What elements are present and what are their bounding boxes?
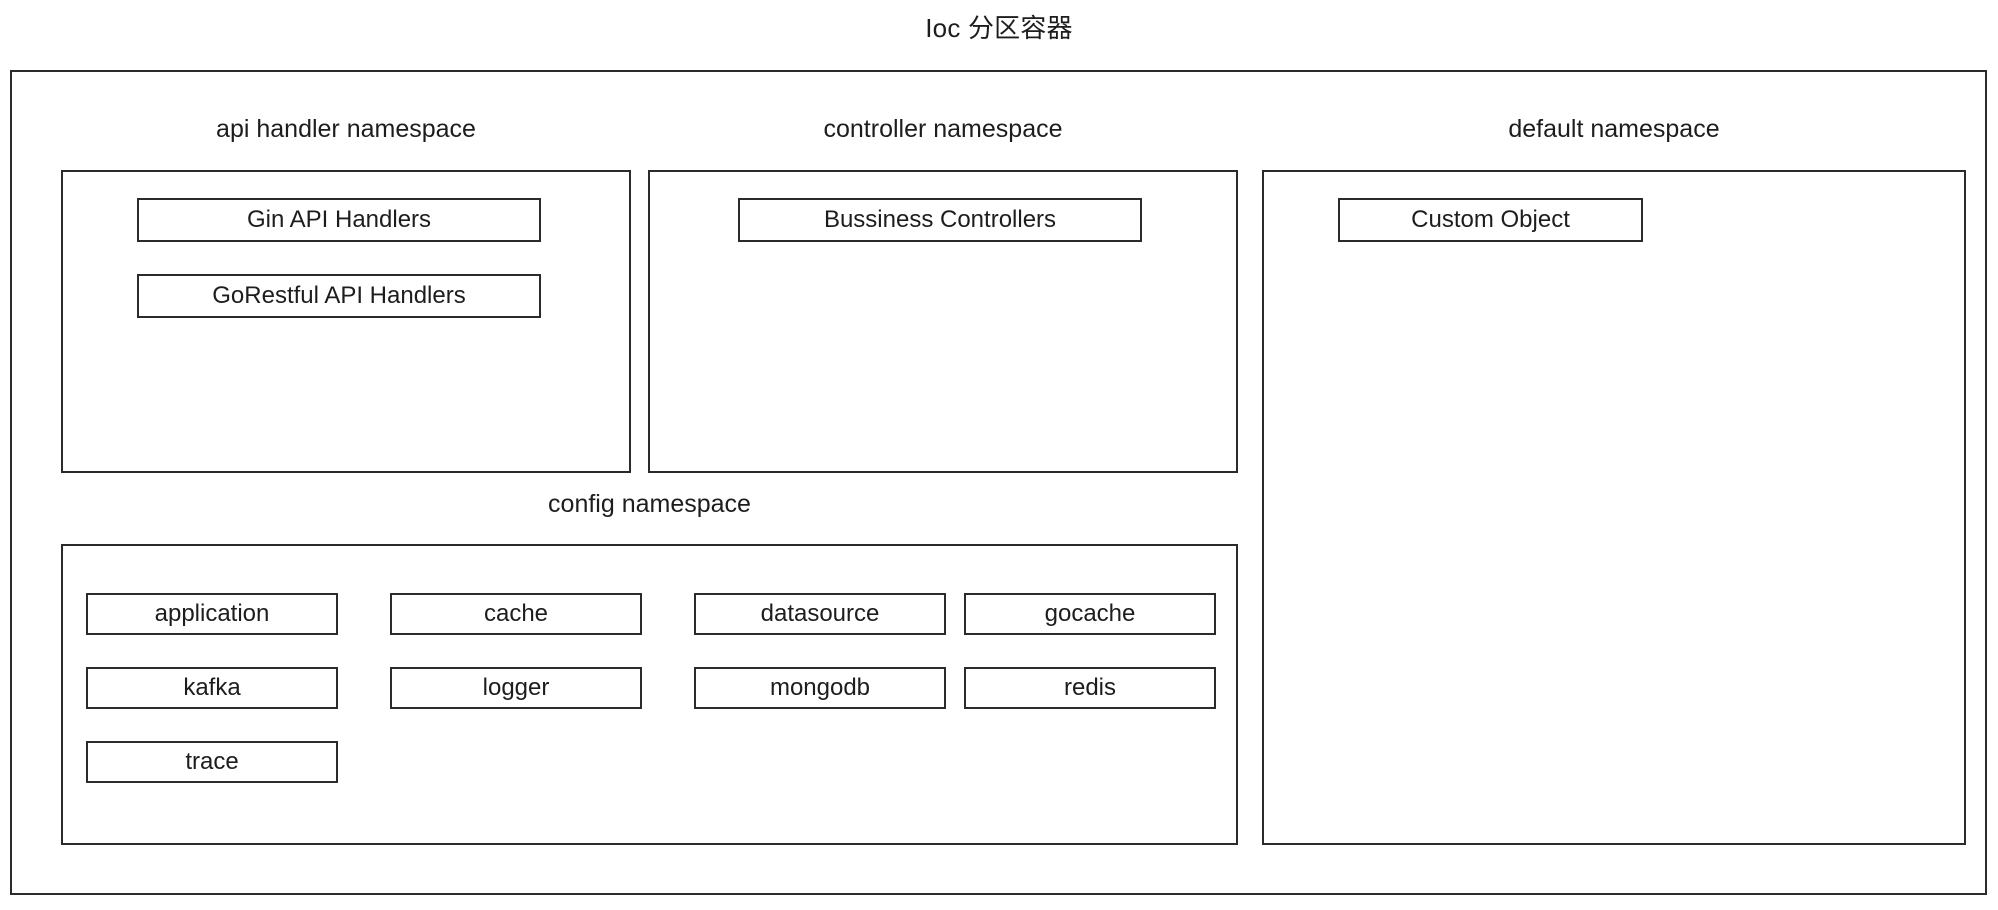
- config-item-trace[interactable]: trace: [86, 741, 338, 783]
- default-namespace-label: default namespace: [1508, 115, 1720, 143]
- diagram-title: Ioc 分区容器: [925, 13, 1073, 43]
- item-bussiness-controllers[interactable]: Bussiness Controllers: [738, 198, 1142, 242]
- config-item-gocache[interactable]: gocache: [964, 593, 1216, 635]
- item-gorestful-api-handlers[interactable]: GoRestful API Handlers: [137, 274, 541, 318]
- config-item-logger[interactable]: logger: [390, 667, 642, 709]
- config-item-datasource[interactable]: datasource: [694, 593, 946, 635]
- item-custom-object[interactable]: Custom Object: [1338, 198, 1643, 242]
- default-namespace-box: [1262, 170, 1966, 845]
- config-item-mongodb[interactable]: mongodb: [694, 667, 946, 709]
- config-item-redis[interactable]: redis: [964, 667, 1216, 709]
- config-namespace-label: config namespace: [548, 490, 751, 518]
- config-item-kafka[interactable]: kafka: [86, 667, 338, 709]
- config-namespace-grid: application cache datasource gocache kaf…: [86, 593, 1216, 783]
- config-item-cache[interactable]: cache: [390, 593, 642, 635]
- config-item-application[interactable]: application: [86, 593, 338, 635]
- controller-namespace-label: controller namespace: [823, 115, 1063, 143]
- item-gin-api-handlers[interactable]: Gin API Handlers: [137, 198, 541, 242]
- api-handler-namespace-label: api handler namespace: [216, 115, 476, 143]
